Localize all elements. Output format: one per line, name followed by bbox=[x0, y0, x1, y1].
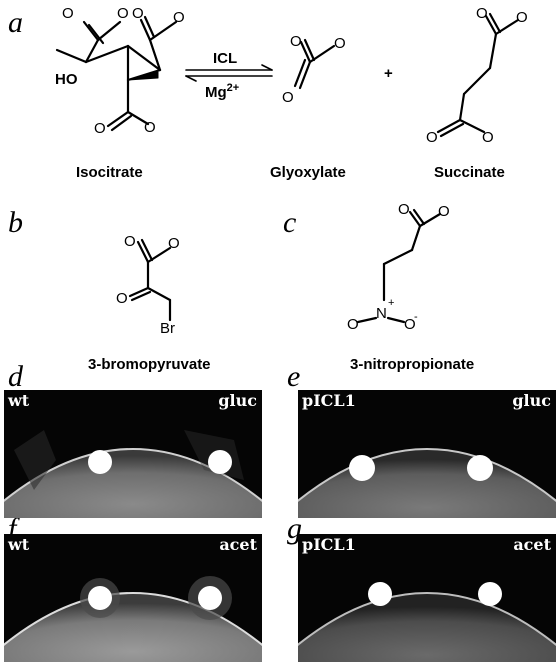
plate-medium-label: acet bbox=[219, 535, 257, 554]
bromopyruvate-structure: O O O Br bbox=[116, 233, 180, 337]
svg-text:O: O bbox=[282, 89, 294, 106]
plate-photo-g: pICL1 acet bbox=[298, 534, 556, 662]
plate-medium-label: acet bbox=[513, 535, 551, 554]
svg-text:-: - bbox=[414, 311, 418, 323]
svg-text:O: O bbox=[516, 9, 528, 26]
nitropropionate-structure: O O N + O O - bbox=[347, 201, 450, 333]
equilibrium-arrow bbox=[185, 64, 273, 82]
plate-image-f bbox=[4, 576, 262, 662]
svg-text:O: O bbox=[144, 119, 156, 136]
svg-text:N: N bbox=[376, 305, 387, 322]
svg-text:O: O bbox=[398, 201, 410, 218]
glyoxylate-structure: O O O bbox=[282, 33, 346, 106]
svg-text:O: O bbox=[334, 35, 346, 52]
plate-photo-e: pICL1 gluc bbox=[298, 390, 556, 518]
svg-text:O: O bbox=[94, 120, 106, 137]
panel-label-b: b bbox=[8, 206, 23, 239]
plate-image-g bbox=[298, 582, 556, 662]
svg-text:O: O bbox=[173, 9, 185, 26]
svg-text:O: O bbox=[132, 5, 144, 22]
svg-text:O: O bbox=[117, 5, 129, 22]
svg-text:O: O bbox=[482, 129, 494, 146]
svg-text:O: O bbox=[476, 5, 488, 22]
caption-bromopyruvate: 3-bromopyruvate bbox=[88, 356, 211, 373]
plate-medium-label: gluc bbox=[218, 391, 257, 410]
svg-text:O: O bbox=[62, 5, 74, 22]
plate-strain-label: pICL1 bbox=[302, 391, 356, 410]
cofactor-label: Mg2+ bbox=[205, 82, 239, 101]
svg-text:O: O bbox=[124, 233, 136, 250]
panel-label-a: a bbox=[8, 6, 23, 39]
structure-diagrams: O O O O HO O O ICL Mg2+ O O O + O bbox=[55, 5, 528, 337]
plate-image-d bbox=[4, 430, 262, 518]
svg-text:O: O bbox=[116, 290, 128, 307]
svg-text:O: O bbox=[404, 316, 416, 333]
plate-image-e bbox=[298, 448, 556, 518]
plus-sign: + bbox=[384, 65, 393, 82]
plate-medium-label: gluc bbox=[512, 391, 551, 410]
panel-label-d: d bbox=[8, 360, 23, 393]
plate-photo-d: wt gluc bbox=[4, 390, 262, 518]
panel-label-c: c bbox=[283, 206, 297, 239]
enzyme-label: ICL bbox=[213, 50, 237, 67]
svg-text:Br: Br bbox=[160, 320, 175, 337]
caption-nitropropionate: 3-nitropropionate bbox=[350, 356, 475, 373]
svg-text:O: O bbox=[290, 33, 302, 50]
caption-succinate: Succinate bbox=[434, 164, 505, 181]
svg-text:HO: HO bbox=[55, 71, 78, 88]
svg-text:O: O bbox=[168, 235, 180, 252]
svg-text:+: + bbox=[388, 297, 394, 309]
panel-label-e: e bbox=[287, 360, 301, 393]
caption-isocitrate: Isocitrate bbox=[76, 164, 143, 181]
succinate-structure: O O O O bbox=[426, 5, 528, 146]
plate-strain-label: wt bbox=[8, 391, 30, 410]
isocitrate-structure: O O O O HO O O bbox=[55, 5, 185, 137]
plate-strain-label: pICL1 bbox=[302, 535, 356, 554]
svg-text:O: O bbox=[426, 129, 438, 146]
plate-photo-f: wt acet bbox=[4, 534, 262, 662]
svg-text:O: O bbox=[347, 316, 359, 333]
svg-text:O: O bbox=[438, 203, 450, 220]
panel-label-f: f bbox=[8, 512, 17, 545]
plate-strain-label: wt bbox=[8, 535, 30, 554]
caption-glyoxylate: Glyoxylate bbox=[270, 164, 346, 181]
